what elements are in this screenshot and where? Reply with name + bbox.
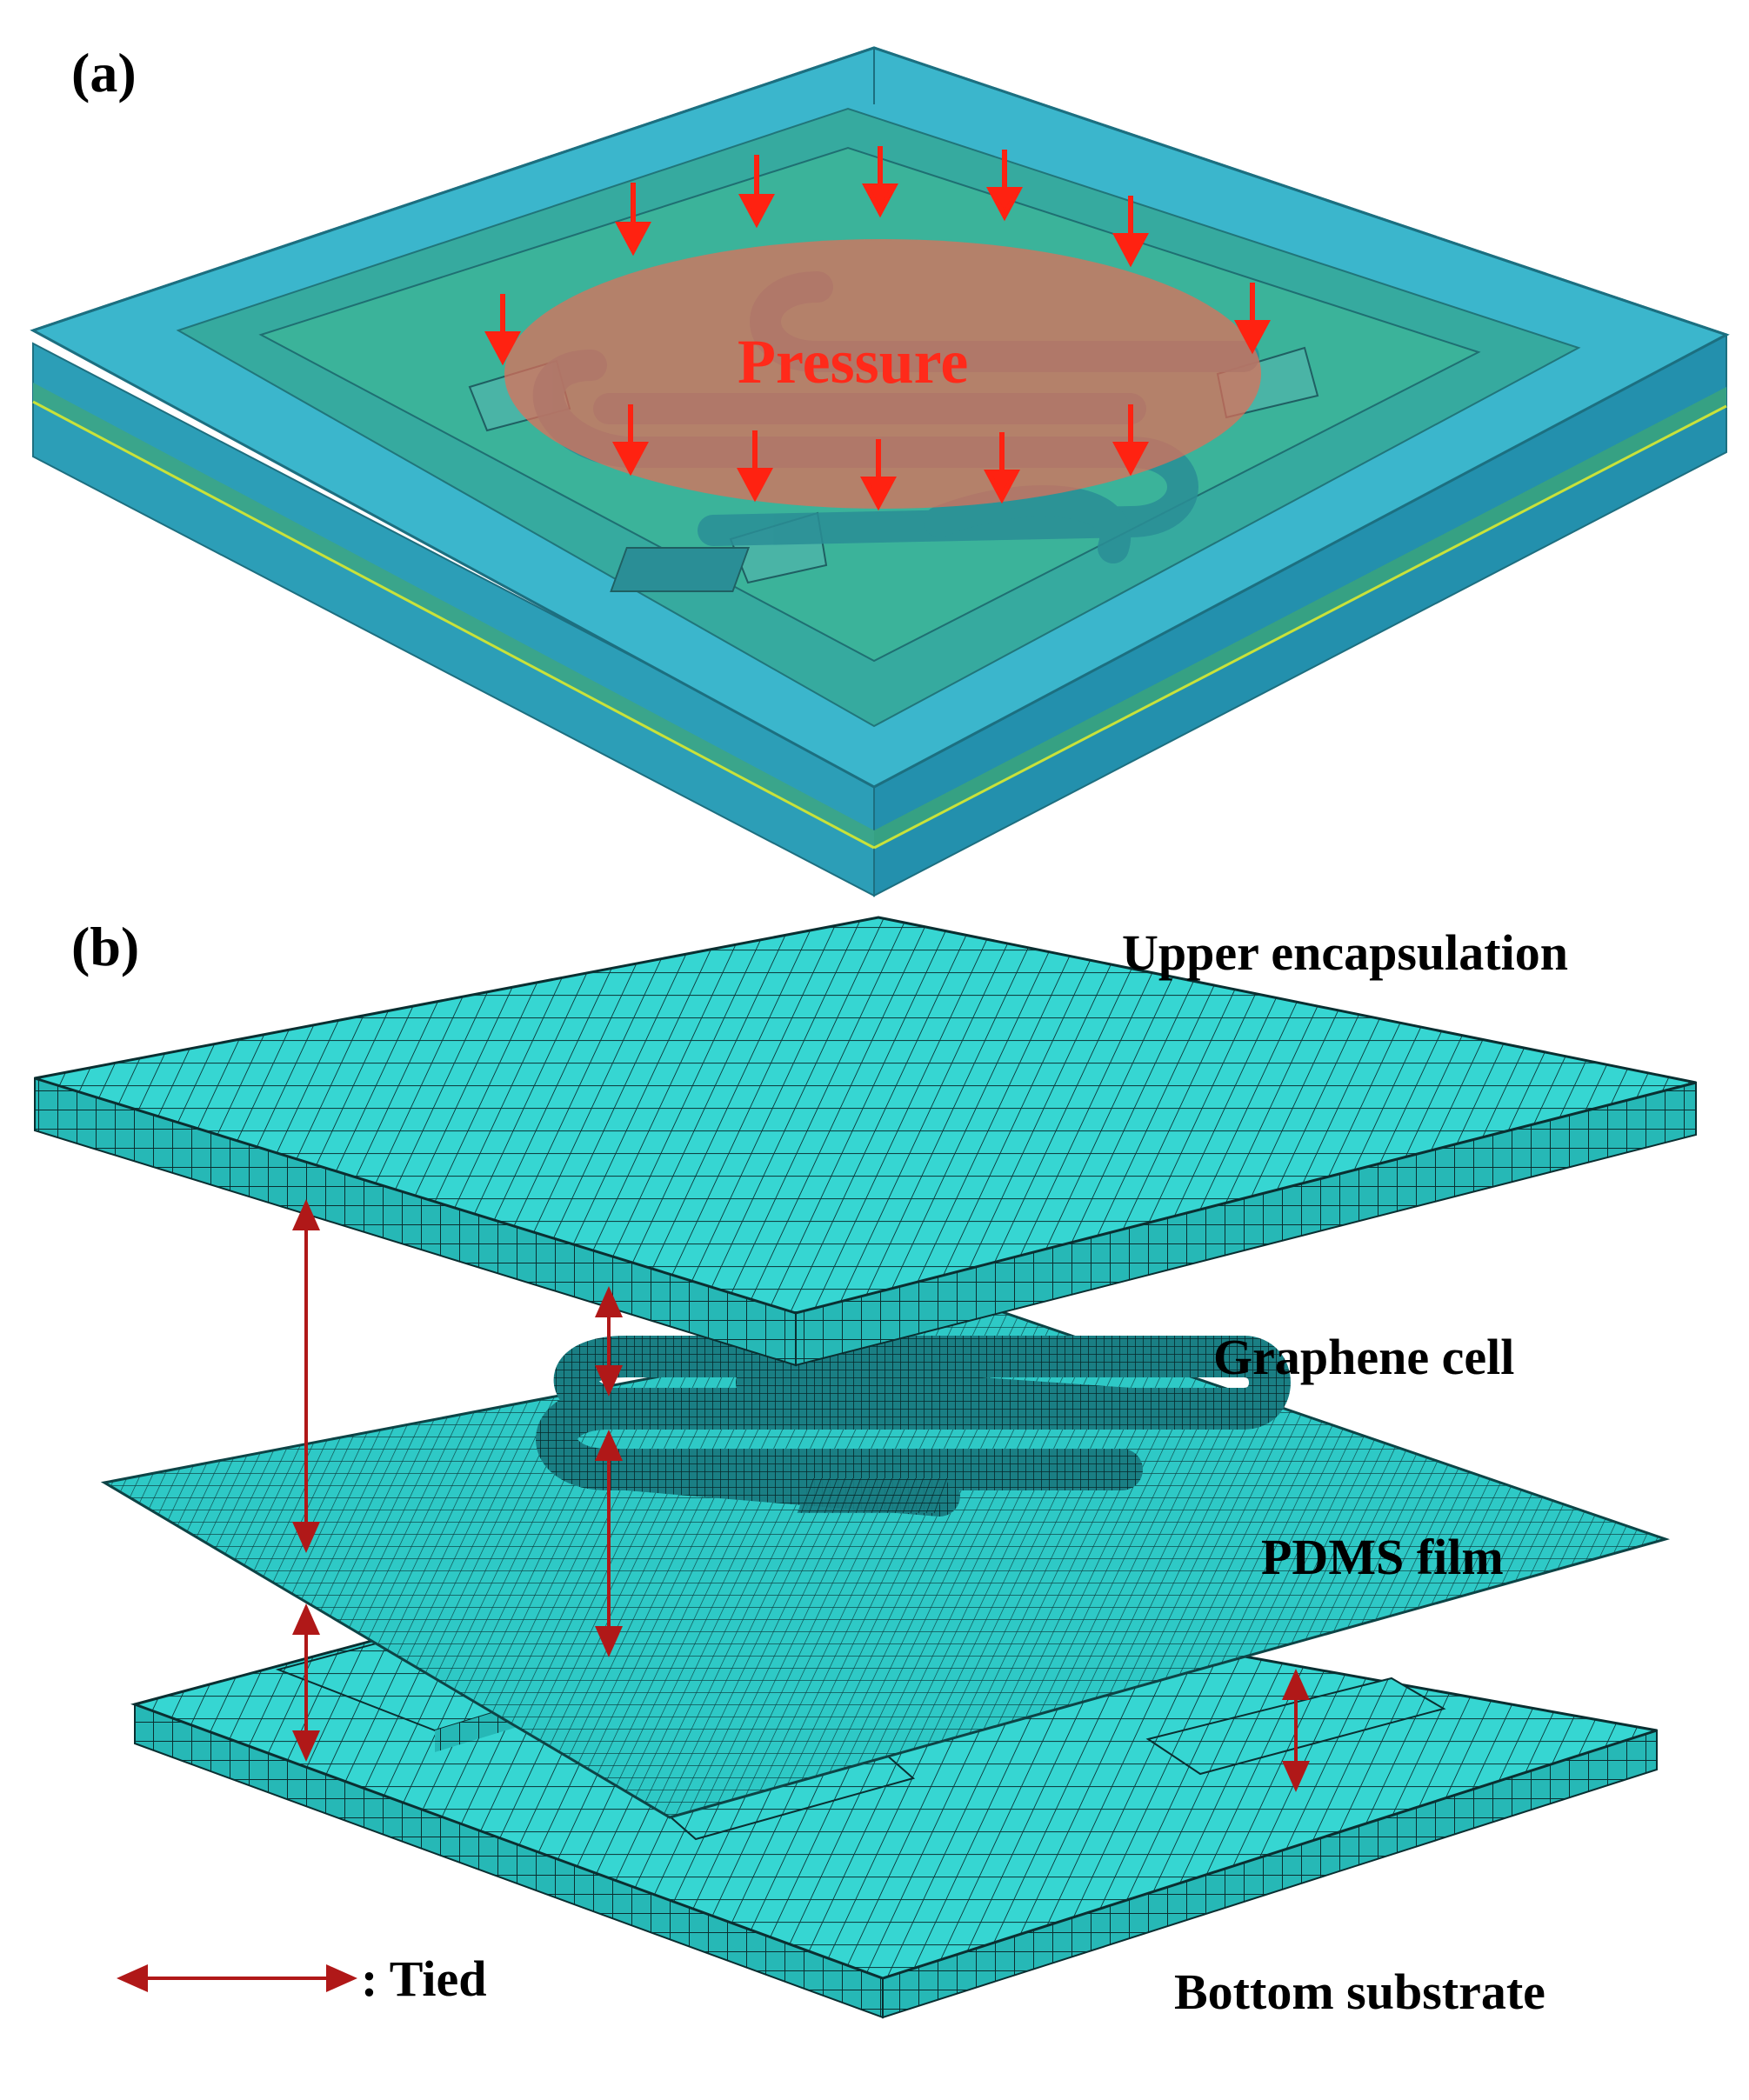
upper-encapsulation-label: Upper encapsulation [1122,924,1568,981]
graphene-cell-label: Graphene cell [1213,1329,1514,1385]
pressure-arrow [984,432,1020,504]
pressure-arrow [484,294,521,366]
panel-b-label: (b) [71,916,139,977]
pressure-arrows [484,146,1271,511]
panel-a: Pressure (a) [30,42,1730,897]
pressure-arrow [860,439,897,511]
pressure-arrow [986,150,1023,222]
panel-b: : Tied (b) Upper encapsulation Graphene … [34,916,1697,2020]
bottom-substrate-label: Bottom substrate [1174,1963,1545,2020]
pressure-arrow [1112,404,1149,477]
tie-legend: : Tied [117,1950,487,2007]
pressure-label: Pressure [738,327,968,397]
pressure-arrow [615,183,651,257]
pressure-arrow [1112,196,1149,268]
pressure-arrow [612,404,649,477]
pressure-arrow [738,155,775,229]
tie-arrows [292,1199,1310,1792]
tie-legend-label: : Tied [361,1950,487,2007]
pressure-arrow [737,430,773,503]
pdms-film-label: PDMS film [1261,1529,1504,1585]
upper-encapsulation-mesh [34,916,1697,1367]
assembled-device-model [30,46,1730,897]
pressure-arrow [1234,283,1271,355]
pressure-region [504,239,1261,509]
panel-a-label: (a) [71,42,137,103]
pressure-arrow [862,146,898,218]
